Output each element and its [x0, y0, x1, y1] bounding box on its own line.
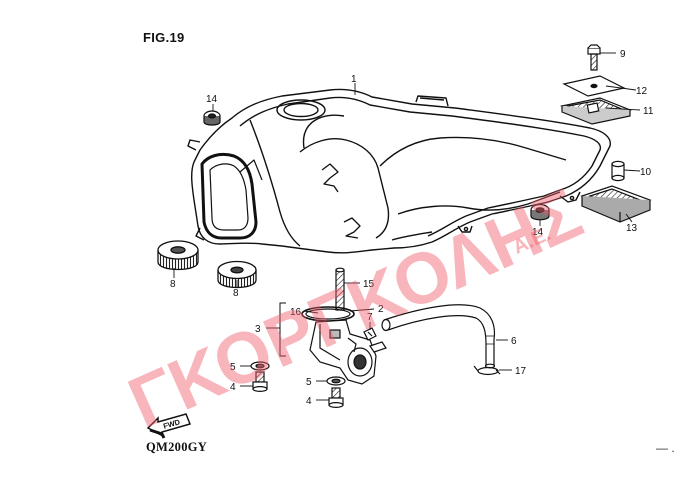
corner-mark: — .	[656, 441, 675, 455]
bolt	[587, 44, 601, 71]
fuel-tank	[187, 88, 611, 254]
clip-small	[363, 327, 377, 341]
rubber-pad	[562, 75, 626, 97]
screw-left	[252, 371, 268, 393]
washer-right	[326, 376, 346, 386]
screw-right	[328, 387, 344, 409]
watermark: ΓΚΟΡΓΚΟΛΗΣ Α.Ε.	[117, 173, 593, 443]
callout-8a: 8	[170, 279, 176, 290]
assembly-bracket	[279, 302, 286, 357]
callout-13: 13	[626, 223, 638, 234]
callout-4b: 4	[306, 396, 312, 407]
rubber-mount-right	[530, 203, 550, 221]
fuel-cock-assembly	[301, 267, 387, 385]
model-name: QM200GY	[146, 440, 208, 454]
callout-8b: 8	[233, 288, 239, 299]
callout-5a: 5	[230, 362, 236, 373]
rubber-mount-left	[203, 110, 221, 126]
tank-holder-rubber	[580, 185, 652, 223]
callout-3: 3	[255, 324, 261, 335]
callout-16: 16	[290, 307, 302, 318]
callout-6: 6	[511, 336, 517, 347]
damper-cylinder-left	[157, 240, 199, 271]
callout-14a: 14	[206, 94, 218, 105]
callout-4a: 4	[230, 382, 236, 393]
forward-arrow-icon: FWD	[146, 413, 192, 439]
callout-10: 10	[640, 167, 652, 178]
hose-clamp	[473, 365, 501, 376]
callout-numbers: 1 2 3 4 4 5 5 6 7 8 8 9 10 11 12 13 14 1…	[170, 49, 654, 407]
callout-7: 7	[367, 312, 373, 323]
watermark-text: ΓΚΟΡΓΚΟΛΗΣ	[117, 173, 593, 443]
mount-bracket	[559, 97, 633, 125]
washer-left	[250, 361, 270, 371]
fuel-hose	[381, 304, 496, 369]
callout-11: 11	[643, 106, 654, 117]
callout-17: 17	[515, 366, 527, 377]
callout-15: 15	[363, 279, 375, 290]
callout-1: 1	[351, 74, 357, 85]
callout-14b: 14	[532, 227, 544, 238]
callout-9: 9	[620, 49, 626, 60]
damper-cylinder-right	[217, 260, 257, 289]
callout-labels	[173, 52, 641, 401]
figure-title: FIG.19	[143, 30, 185, 45]
callout-12: 12	[636, 86, 648, 97]
collar	[611, 160, 625, 182]
callout-5b: 5	[306, 377, 312, 388]
callout-2: 2	[378, 304, 384, 315]
